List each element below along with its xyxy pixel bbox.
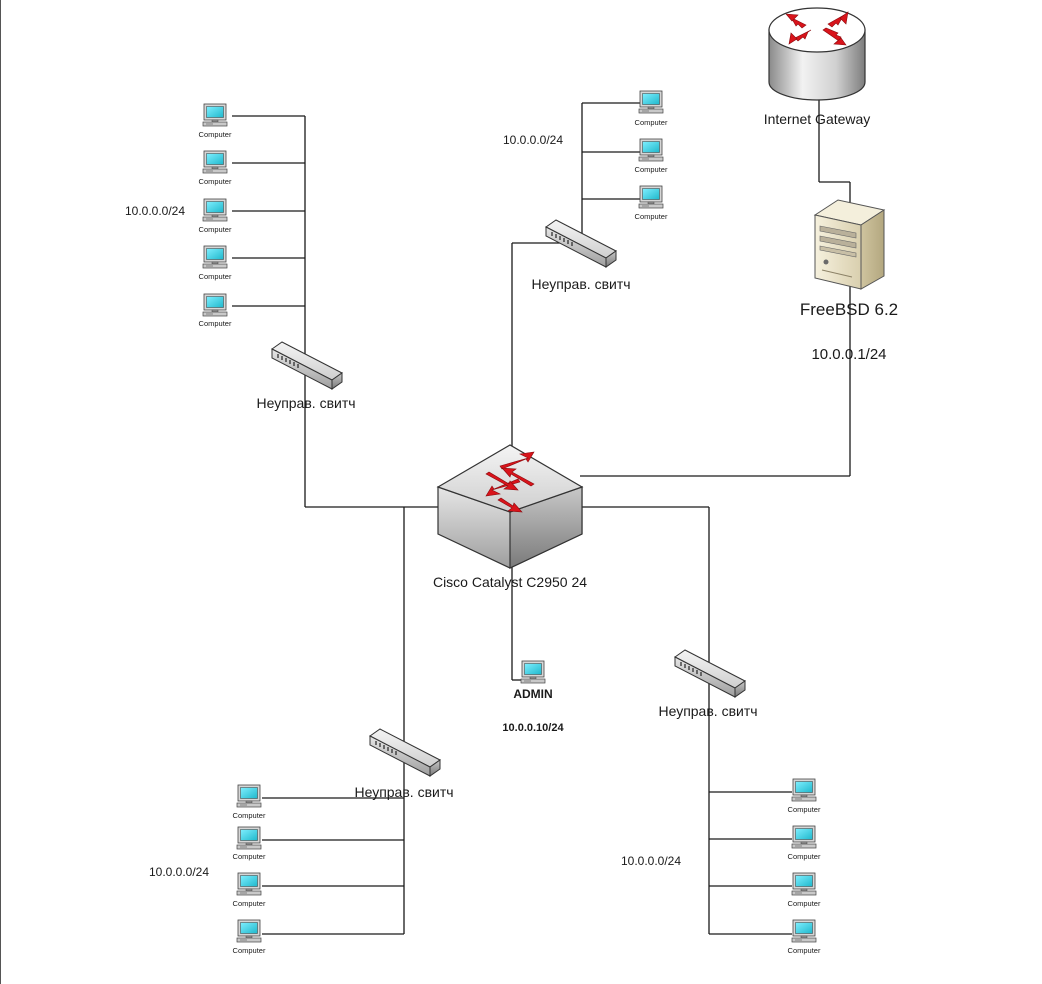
computer-icon[interactable] (202, 150, 228, 174)
computer-icon[interactable] (202, 103, 228, 127)
computer-icon[interactable] (236, 872, 262, 896)
computer-icon[interactable] (520, 660, 546, 684)
switch-label: Неуправ. свитч (658, 703, 757, 719)
admin-ip: 10.0.0.10/24 (502, 722, 564, 734)
computer-icon[interactable] (202, 293, 228, 317)
computer-label: Computer (635, 212, 668, 221)
computer-icon[interactable] (638, 138, 664, 162)
layer3-switch-icon[interactable] (436, 444, 584, 569)
page-left-border (0, 0, 1, 984)
server-ip: 10.0.0.1/24 (811, 346, 886, 363)
computer-icon[interactable] (236, 919, 262, 943)
computer-label: Computer (788, 852, 821, 861)
admin-workstation: ADMIN 10.0.0.10/24 (502, 660, 564, 734)
computer-icon[interactable] (791, 778, 817, 802)
computer-icon[interactable] (791, 825, 817, 849)
subnet-label: 10.0.0.0/24 (503, 133, 563, 147)
computer-label: Computer (788, 899, 821, 908)
computer-label: Computer (199, 319, 232, 328)
computer-label: Computer (233, 899, 266, 908)
core-switch-label: Cisco Catalyst C2950 24 (433, 574, 587, 590)
segment-bottom-left: Неуправ. свитч Computer Computer Compute… (149, 728, 454, 955)
computer-icon[interactable] (202, 245, 228, 269)
computer-icon[interactable] (236, 784, 262, 808)
computer-label: Computer (233, 811, 266, 820)
subnet-label: 10.0.0.0/24 (125, 204, 185, 218)
unmanaged-switch-icon[interactable] (674, 649, 746, 698)
computer-label: Computer (233, 946, 266, 955)
computer-label: Computer (788, 805, 821, 814)
switch-label: Неуправ. свитч (354, 784, 453, 800)
server-label: FreeBSD 6.2 (800, 300, 898, 319)
computer-icon[interactable] (638, 185, 664, 209)
unmanaged-switch-icon[interactable] (271, 341, 343, 390)
subnet-label: 10.0.0.0/24 (621, 854, 681, 868)
computer-icon[interactable] (202, 198, 228, 222)
computer-icon[interactable] (236, 826, 262, 850)
unmanaged-switch-icon[interactable] (369, 728, 441, 777)
computer-icon[interactable] (791, 872, 817, 896)
gateway-label: Internet Gateway (764, 111, 871, 127)
computer-label: Computer (199, 225, 232, 234)
subnet-label: 10.0.0.0/24 (149, 865, 209, 879)
connection-lines (232, 56, 851, 935)
computer-icon[interactable] (638, 90, 664, 114)
segment-top-left: Computer Computer Computer Computer Comp… (125, 103, 356, 411)
tower-server-icon[interactable] (813, 199, 886, 290)
freebsd-server: FreeBSD 6.2 10.0.0.1/24 (800, 199, 898, 363)
router-icon[interactable] (768, 7, 866, 101)
switch-label: Неуправ. свитч (256, 395, 355, 411)
computer-label: Computer (199, 272, 232, 281)
core-switch: Cisco Catalyst C2950 24 (433, 444, 587, 590)
computer-label: Computer (199, 177, 232, 186)
segment-top-center: Computer Computer Computer 10.0.0.0/24 Н… (503, 90, 668, 292)
computer-label: Computer (635, 165, 668, 174)
computer-label: Computer (199, 130, 232, 139)
internet-gateway: Internet Gateway (764, 7, 871, 127)
computer-label: Computer (233, 852, 266, 861)
computer-icon[interactable] (791, 919, 817, 943)
admin-label: ADMIN (513, 687, 552, 701)
computer-label: Computer (635, 118, 668, 127)
computer-label: Computer (788, 946, 821, 955)
switch-label: Неуправ. свитч (531, 276, 630, 292)
segment-bottom-right: Неуправ. свитч Computer Computer Compute… (621, 649, 821, 955)
